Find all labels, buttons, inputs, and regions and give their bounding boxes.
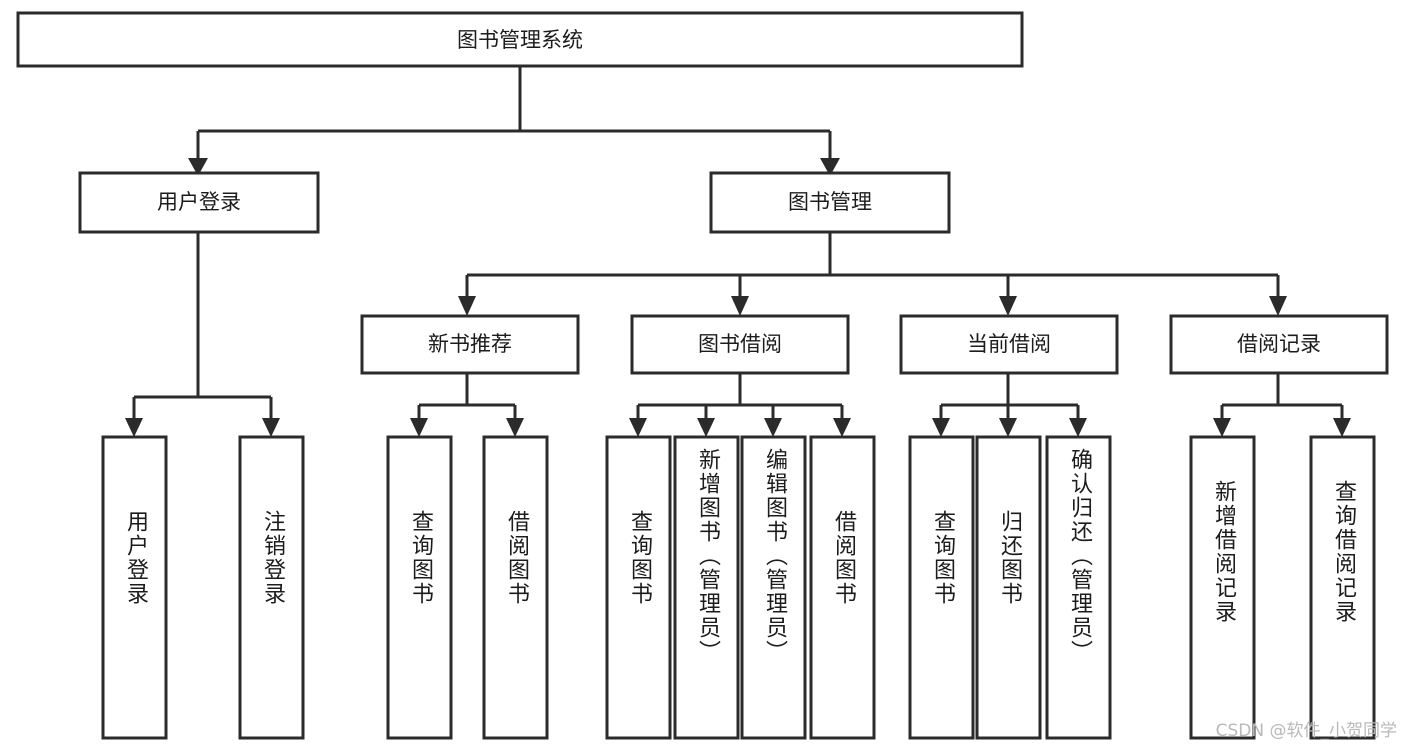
book-borrow-box[interactable] (630, 314, 850, 375)
node-leaf-query-book-1[interactable]: 查询图书 (386, 435, 453, 740)
node-leaf-add-record[interactable]: 新增借阅记录 (1189, 435, 1256, 740)
leaf-user-login-label: 用户登录 (123, 510, 149, 606)
leaf-add-record-label: 新增借阅记录 (1211, 480, 1237, 624)
arrow-to-leaf-query-record (1333, 418, 1351, 437)
arrow-to-leaf-query-book-2 (629, 418, 647, 437)
node-leaf-borrow-book-1[interactable]: 借阅图书 (482, 435, 549, 740)
arrow-to-leaf-add-record (1213, 418, 1231, 437)
arrow-to-leaf-return-book (999, 418, 1017, 437)
node-new-book-recommend[interactable]: 新书推荐 (360, 314, 580, 375)
node-current-borrow[interactable]: 当前借阅 (899, 314, 1119, 375)
node-leaf-add-book[interactable]: 新增图书（管理员） (673, 435, 740, 740)
leaf-return-book-box[interactable] (975, 435, 1042, 740)
book-management-box[interactable] (709, 171, 951, 234)
leaf-return-book-label: 归还图书 (997, 510, 1023, 606)
node-leaf-logout[interactable]: 注销登录 (238, 435, 305, 740)
arrow-to-leaf-confirm-return (1069, 418, 1087, 437)
current-borrow-label: 当前借阅 (967, 332, 1051, 356)
leaf-add-record-box[interactable] (1189, 435, 1256, 740)
node-book-borrow[interactable]: 图书借阅 (630, 314, 850, 375)
arrow-to-new-book-recommend (458, 296, 476, 316)
node-borrow-record[interactable]: 借阅记录 (1169, 314, 1389, 375)
current-borrow-box[interactable] (899, 314, 1119, 375)
arrow-to-leaf-query-book-3 (932, 418, 950, 437)
leaf-add-book-box[interactable] (673, 435, 740, 740)
arrow-to-current-borrow (999, 296, 1017, 316)
node-leaf-borrow-book-2[interactable]: 借阅图书 (809, 435, 876, 740)
leaf-confirm-return-label: 确认归还（管理员） (1067, 448, 1093, 664)
leaf-add-book-label: 新增图书（管理员） (695, 448, 721, 664)
leaf-query-book-2-label: 查询图书 (627, 510, 653, 606)
leaf-query-book-1-box[interactable] (386, 435, 453, 740)
arrow-to-leaf-borrow-book-1 (506, 418, 524, 437)
node-leaf-query-book-3[interactable]: 查询图书 (908, 435, 975, 740)
node-leaf-user-login[interactable]: 用户登录 (101, 435, 168, 740)
arrow-to-leaf-add-book (697, 418, 715, 437)
node-user-login[interactable]: 用户登录 (78, 171, 320, 234)
leaf-user-login-box[interactable] (101, 435, 168, 740)
book-management-label: 图书管理 (788, 190, 872, 214)
leaf-query-record-box[interactable] (1309, 435, 1376, 740)
arrow-to-borrow-record (1269, 296, 1287, 316)
leaf-logout-label: 注销登录 (260, 510, 286, 606)
node-leaf-edit-book[interactable]: 编辑图书（管理员） (740, 435, 807, 740)
connector-layer (125, 66, 1351, 437)
node-root[interactable]: 图书管理系统 (16, 11, 1024, 68)
leaf-query-record-label: 查询借阅记录 (1331, 480, 1357, 624)
node-leaf-query-record[interactable]: 查询借阅记录 (1309, 435, 1376, 740)
node-leaf-query-book-2[interactable]: 查询图书 (605, 435, 672, 740)
leaf-query-book-3-box[interactable] (908, 435, 975, 740)
leaf-query-book-1-label: 查询图书 (408, 510, 434, 606)
leaf-query-book-2-box[interactable] (605, 435, 672, 740)
leaf-borrow-book-1-box[interactable] (482, 435, 549, 740)
root-box[interactable] (16, 11, 1024, 68)
arrow-to-leaf-query-book-1 (410, 418, 428, 437)
arrow-to-leaf-logout (262, 418, 280, 437)
borrow-record-box[interactable] (1169, 314, 1389, 375)
user-login-box[interactable] (78, 171, 320, 234)
arrow-to-user-login (188, 158, 208, 176)
node-leaf-confirm-return[interactable]: 确认归还（管理员） (1045, 435, 1112, 740)
leaf-borrow-book-2-label: 借阅图书 (831, 510, 857, 606)
node-book-management[interactable]: 图书管理 (709, 171, 951, 234)
arrow-to-book-borrow (731, 296, 749, 316)
arrow-to-leaf-user-login (125, 418, 143, 437)
arrow-to-leaf-edit-book (764, 418, 782, 437)
leaf-edit-book-label: 编辑图书（管理员） (762, 448, 788, 664)
arrow-to-leaf-borrow-book-2 (833, 418, 851, 437)
user-login-label: 用户登录 (157, 190, 241, 214)
leaf-borrow-book-2-box[interactable] (809, 435, 876, 740)
leaf-borrow-book-1-label: 借阅图书 (504, 510, 530, 606)
new-book-recommend-box[interactable] (360, 314, 580, 375)
leaf-edit-book-box[interactable] (740, 435, 807, 740)
new-book-recommend-label: 新书推荐 (428, 332, 512, 356)
book-borrow-label: 图书借阅 (698, 332, 782, 356)
root-label: 图书管理系统 (457, 28, 583, 52)
node-leaf-return-book[interactable]: 归还图书 (975, 435, 1042, 740)
leaf-confirm-return-box[interactable] (1045, 435, 1112, 740)
leaf-query-book-3-label: 查询图书 (930, 510, 956, 606)
arrow-to-book-management (820, 158, 840, 176)
leaf-logout-box[interactable] (238, 435, 305, 740)
borrow-record-label: 借阅记录 (1237, 332, 1321, 356)
